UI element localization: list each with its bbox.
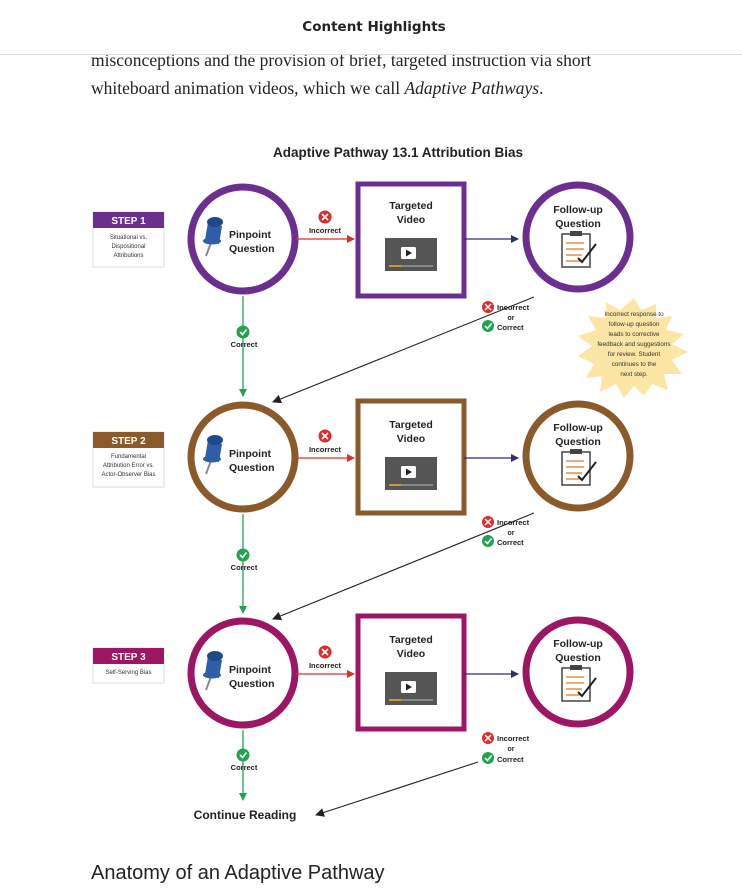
intro-paragraph: misconceptions and the provision of brie… (91, 46, 691, 102)
callout-text: continues to the (612, 361, 657, 368)
video-player-icon (385, 457, 437, 490)
step-description: Fundamental (111, 454, 146, 460)
correct-icon (236, 548, 250, 562)
node-label: Question (229, 462, 275, 474)
intro-text: whiteboard animation videos, which we ca… (91, 78, 405, 98)
incorrect-label: Incorrect (309, 226, 342, 235)
clipboard-icon (561, 231, 597, 268)
clipboard-icon (561, 449, 597, 486)
node-label: Question (555, 436, 601, 448)
or-label: or (508, 530, 515, 537)
node-label: Video (397, 214, 425, 226)
pushpin-icon (203, 217, 223, 257)
node-label: Question (555, 218, 601, 230)
feedback-callout: Incorrect response to follow-up question… (578, 298, 688, 398)
intro-text: . (539, 78, 544, 98)
callout-text: feedback and suggestions (597, 341, 670, 348)
node-label: Pinpoint (229, 229, 271, 241)
pinpoint-question-node: Pinpoint Question (187, 617, 299, 729)
targeted-video-node: Targeted Video (355, 398, 467, 516)
node-label: Video (397, 648, 425, 660)
incorrect-icon (318, 210, 332, 224)
incorrect-label: Incorrect (309, 661, 342, 670)
pinpoint-question-node: Pinpoint Question (187, 183, 299, 295)
node-label: Targeted (389, 419, 433, 431)
callout-text: Incorrect response to (604, 311, 664, 318)
incorrect-icon (482, 301, 494, 313)
header-title: Content Highlights (302, 19, 446, 35)
step-label: STEP 3 Self-Serving Bias (92, 647, 165, 684)
step-badge: STEP 1 (111, 216, 146, 227)
correct-label: Correct (231, 340, 258, 349)
step-description: Dispositional (111, 244, 145, 250)
incorrect-icon (318, 429, 332, 443)
incorrect-label: Incorrect (497, 734, 530, 743)
step-description: Self-Serving Bias (105, 670, 151, 676)
or-label: or (508, 315, 515, 322)
incorrect-label: Incorrect (497, 303, 530, 312)
node-label: Pinpoint (229, 664, 271, 676)
adaptive-pathways-term: Adaptive Pathways (404, 78, 540, 98)
clipboard-icon (561, 665, 597, 702)
followup-question-node: Follow-up Question (522, 616, 634, 728)
correct-label: Correct (231, 763, 258, 772)
correct-icon (236, 325, 250, 339)
node-label: Targeted (389, 634, 433, 646)
step-badge: STEP 2 (111, 436, 146, 447)
step-2-row: STEP 2 Fundamental Attribution Error vs.… (92, 398, 634, 621)
pushpin-icon (203, 651, 223, 691)
step-label: STEP 2 Fundamental Attribution Error vs.… (92, 431, 165, 488)
correct-icon (482, 320, 494, 332)
callout-text: for review. Student (608, 351, 660, 358)
correct-icon (236, 748, 250, 762)
step-1-row: STEP 1 Situational vs. Dispositional Att… (92, 181, 634, 404)
step-badge: STEP 3 (111, 652, 146, 663)
pinpoint-question-node: Pinpoint Question (187, 401, 299, 513)
step-label: STEP 1 Situational vs. Dispositional Att… (92, 211, 165, 268)
correct-label: Correct (231, 563, 258, 572)
targeted-video-node: Targeted Video (355, 181, 467, 299)
callout-text: leads to corrective (608, 331, 660, 338)
diagram-title: Adaptive Pathway 13.1 Attribution Bias (273, 145, 523, 160)
video-player-icon (385, 672, 437, 705)
node-label: Targeted (389, 200, 433, 212)
callout-text: follow-up question (609, 321, 660, 328)
intro-line-2: whiteboard animation videos, which we ca… (91, 74, 691, 102)
node-label: Video (397, 433, 425, 445)
incorrect-icon (482, 732, 494, 744)
callout-text: next step. (620, 371, 648, 378)
node-label: Follow-up (553, 204, 603, 216)
step-description: Situational vs. (110, 235, 148, 241)
node-label: Question (555, 652, 601, 664)
incorrect-icon (482, 516, 494, 528)
step-description: Attributions (113, 253, 143, 259)
correct-label: Correct (497, 755, 524, 764)
step-description: Attribution Error vs. (103, 463, 155, 469)
pushpin-icon (203, 435, 223, 475)
top-header-bar: Content Highlights (0, 0, 742, 55)
targeted-video-node: Targeted Video (355, 613, 467, 732)
step-3-row: STEP 3 Self-Serving Bias Pinpoint Questi… (92, 613, 634, 817)
node-label: Follow-up (553, 422, 603, 434)
node-label: Pinpoint (229, 448, 271, 460)
node-label: Question (229, 243, 275, 255)
followup-question-node: Follow-up Question (522, 181, 634, 293)
followup-question-node: Follow-up Question (522, 400, 634, 512)
node-label: Follow-up (553, 638, 603, 650)
or-label: or (508, 746, 515, 753)
correct-label: Correct (497, 323, 524, 332)
video-player-icon (385, 238, 437, 271)
continue-reading-label: Continue Reading (194, 808, 297, 822)
section-heading: Anatomy of an Adaptive Pathway (91, 862, 385, 884)
incorrect-label: Incorrect (309, 445, 342, 454)
node-label: Question (229, 678, 275, 690)
correct-label: Correct (497, 538, 524, 547)
incorrect-label: Incorrect (497, 518, 530, 527)
step-description: Actor-Observer Bias (101, 472, 155, 478)
intro-line-1: misconceptions and the provision of brie… (91, 50, 592, 70)
incorrect-icon (318, 645, 332, 659)
correct-icon (482, 535, 494, 547)
correct-icon (482, 752, 494, 764)
